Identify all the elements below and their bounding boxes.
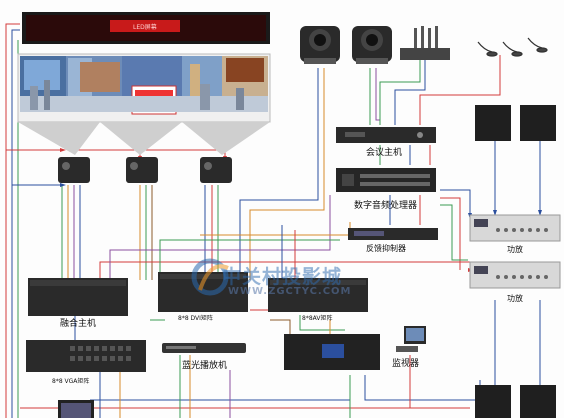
- amplifier-1-label: 功放: [507, 245, 523, 254]
- amplifier-2-device: [469, 261, 561, 289]
- conference-host-device: [336, 127, 436, 143]
- vga-matrix-device: [26, 340, 146, 372]
- vga-matrix-label: 8*8 VGA矩阵: [52, 378, 90, 385]
- digital-audio-processor-device: [336, 168, 436, 192]
- projection-beams: [18, 122, 270, 155]
- av-matrix-device: [268, 278, 368, 312]
- speakers-bottom: [475, 385, 556, 418]
- amplifier-1-device: [469, 214, 561, 242]
- speakers-top: [475, 105, 556, 141]
- conference-host-label: 会议主机: [366, 148, 403, 158]
- dvi-matrix-label: 8*8 DVI矩阵: [178, 315, 213, 322]
- central-controller-device: [284, 334, 380, 370]
- watermark-text: 中关村投影城: [222, 266, 343, 288]
- projection-screen: [17, 53, 271, 123]
- av-matrix-label: 8*8AV矩阵: [302, 315, 333, 322]
- bluray-player-label: 蓝光播放机: [182, 361, 228, 371]
- bluray-player-device: [162, 343, 246, 353]
- amplifier-2-label: 功放: [507, 294, 523, 303]
- feedback-suppressor-device: [348, 228, 438, 240]
- led-display-text: LED屏幕: [133, 24, 157, 31]
- fusion-host-label: 融合主机: [60, 319, 97, 329]
- monitor-device: [396, 326, 426, 352]
- watermark-logo: [191, 258, 229, 296]
- laptop-device: [58, 400, 94, 418]
- watermark-url: WWW.ZGCTYC.COM: [228, 286, 352, 297]
- gooseneck-microphones: [477, 37, 548, 57]
- monitor-label: 监视器: [392, 359, 420, 369]
- wireless-microphones: [400, 26, 450, 60]
- digital-audio-processor-label: 数字音频处理器: [354, 201, 418, 211]
- cameras: [300, 26, 392, 64]
- feedback-suppressor-label: 反馈抑制器: [366, 244, 406, 253]
- fusion-host-device: [28, 278, 128, 316]
- led-display: [22, 12, 270, 44]
- projectors: [58, 157, 232, 183]
